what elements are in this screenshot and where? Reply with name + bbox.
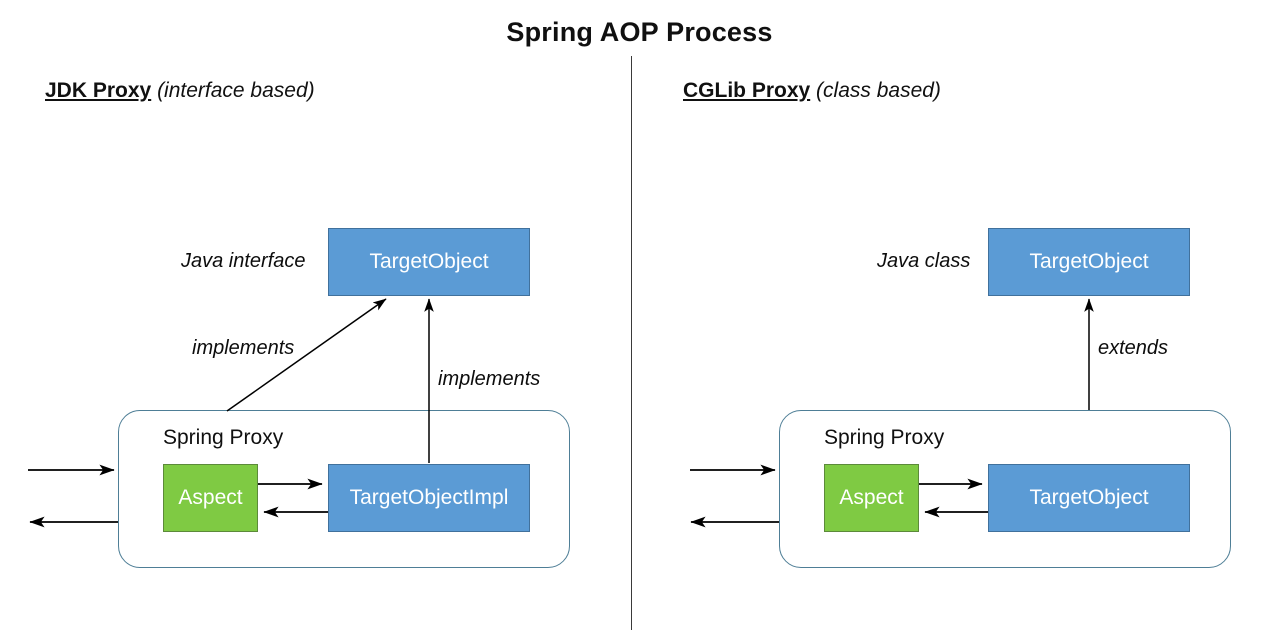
left-spring-proxy-label: Spring Proxy [163, 426, 284, 449]
left-panel-heading-italic: (interface based) [157, 79, 315, 102]
right-panel-heading-strong: CGLib Proxy [683, 79, 811, 102]
right-type-label: Java class [877, 250, 971, 272]
right-spring-proxy-label: Spring Proxy [824, 426, 945, 449]
left-panel-heading: JDK Proxy (interface based) [45, 79, 315, 103]
left-top-node-label: TargetObject [369, 250, 489, 273]
left-aspect-node-label: Aspect [178, 486, 243, 509]
left-type-label: Java interface [181, 250, 306, 272]
left-relation-vertical-label: implements [438, 368, 541, 390]
page-title: Spring AOP Process [506, 17, 773, 47]
right-target-node-label: TargetObject [1029, 486, 1149, 509]
right-top-node-label: TargetObject [1029, 250, 1149, 273]
left-target-impl-node[interactable]: TargetObjectImpl [328, 464, 530, 532]
right-top-node-targetobject[interactable]: TargetObject [988, 228, 1190, 296]
right-aspect-node-label: Aspect [839, 486, 904, 509]
left-target-impl-node-label: TargetObjectImpl [349, 486, 509, 509]
right-panel-heading: CGLib Proxy (class based) [683, 79, 941, 103]
left-panel-heading-strong: JDK Proxy [45, 79, 152, 102]
right-panel-heading-italic: (class based) [816, 79, 941, 102]
right-target-node[interactable]: TargetObject [988, 464, 1190, 532]
right-relation-vertical-label: extends [1098, 337, 1169, 359]
left-top-node-targetobject[interactable]: TargetObject [328, 228, 530, 296]
panel-divider [631, 56, 632, 630]
right-aspect-node[interactable]: Aspect [824, 464, 919, 532]
left-aspect-node[interactable]: Aspect [163, 464, 258, 532]
left-relation-diagonal-label: implements [192, 337, 295, 359]
